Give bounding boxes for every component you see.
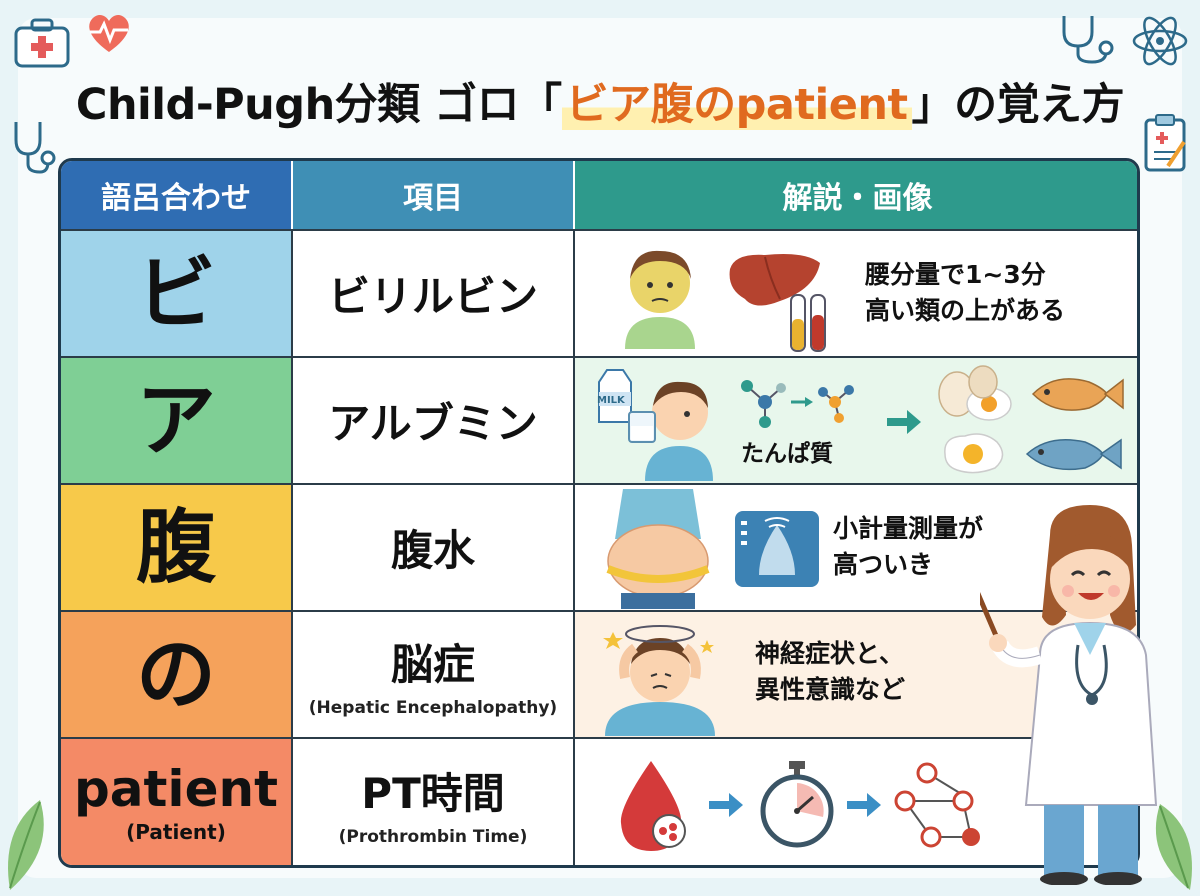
description-line: 小計量測量が — [833, 514, 984, 543]
mnemonic-subtext: (Patient) — [126, 819, 226, 844]
jaundiced-boy-icon — [625, 250, 695, 349]
stethoscope-icon — [1062, 16, 1114, 64]
table-row: patient (Patient) PT時間 (Prothrombin Time… — [61, 737, 1137, 865]
description-line: 高ついき — [833, 550, 934, 579]
blood-drop-icon — [620, 761, 686, 851]
item-text: ビリルビン — [327, 272, 538, 321]
arrow-right-icon — [887, 410, 921, 434]
item-cell: ビリルビン — [291, 231, 573, 356]
mnemonic-text: ビ — [136, 246, 216, 340]
table-row: ア アルブミン MILK たんぱ質 — [61, 356, 1137, 483]
title-prefix: Child-Pugh分類 ゴロ「 — [75, 80, 562, 130]
ultrasound-icon — [735, 511, 819, 587]
mnemonic-table: 語呂合わせ 項目 解説・画像 ビ ビリルビン 腰分量で1~3分 — [58, 158, 1140, 868]
first-aid-kit-icon — [14, 18, 70, 68]
table-row: の 脳症 (Hepatic Encephalopathy) 神経症状と、 異性意… — [61, 610, 1137, 737]
boy-drinking-icon — [628, 381, 713, 481]
milk-label: MILK — [597, 395, 625, 406]
fish-icon — [1031, 378, 1124, 411]
description-line: 腰分量で1~3分 — [865, 260, 1046, 289]
blood-tube-icon — [790, 294, 826, 352]
doctor-character-illustration — [980, 505, 1158, 885]
mnemonic-text: の — [136, 627, 216, 721]
fried-egg-icon — [944, 433, 1004, 474]
fish-icon — [1025, 438, 1122, 471]
title-highlight: ビア腹のpatient — [561, 80, 912, 130]
page-title: Child-Pugh分類 ゴロ「ビア腹のpatient」の覚え方 — [0, 70, 1200, 132]
mnemonic-text: 腹 — [136, 500, 216, 594]
dizzy-person-icon — [603, 625, 715, 736]
liver-icon — [729, 254, 820, 306]
description-cell: MILK たんぱ質 — [573, 358, 1137, 483]
stethoscope-icon — [14, 122, 56, 174]
mnemonic-cell: ア — [61, 358, 291, 483]
mnemonic-text: patient — [74, 759, 278, 818]
heart-pulse-icon — [89, 14, 129, 52]
arrow-right-icon — [847, 793, 881, 817]
description-line: 高い類の上がある — [865, 296, 1066, 325]
atom-icon — [1132, 16, 1188, 66]
coagulation-cascade-icon — [894, 762, 980, 848]
title-suffix: 」の覚え方 — [911, 80, 1125, 130]
item-subtext: (Prothrombin Time) — [338, 827, 528, 847]
item-cell: 腹水 — [291, 485, 573, 610]
table-row: 腹 腹水 小計量測量が 高ついき — [61, 483, 1137, 610]
mnemonic-cell: ビ — [61, 231, 291, 356]
mnemonic-cell: の — [61, 612, 291, 737]
header-item: 項目 — [291, 161, 573, 229]
item-text: アルブミン — [328, 399, 538, 448]
item-subtext: (Hepatic Encephalopathy) — [308, 698, 558, 718]
table-row: ビ ビリルビン 腰分量で1~3分 高い類の上がある — [61, 229, 1137, 356]
mnemonic-cell: 腹 — [61, 485, 291, 610]
stopwatch-icon — [760, 761, 834, 848]
eggs-icon — [938, 365, 1012, 421]
clipboard-icon — [1144, 114, 1186, 172]
leaf-icon — [8, 800, 44, 890]
description-line: たんぱ質 — [741, 441, 833, 467]
description-line: 神経症状と、 — [755, 639, 905, 668]
leaf-icon — [1155, 804, 1192, 890]
molecule-icon — [741, 380, 854, 428]
milk-carton-icon — [598, 369, 632, 423]
item-text: PT時間 — [361, 769, 505, 818]
item-cell: PT時間 (Prothrombin Time) — [291, 739, 573, 865]
arrow-right-icon — [709, 793, 743, 817]
description-cell: 腰分量で1~3分 高い類の上がある — [573, 231, 1137, 356]
description-line: 異性意識など — [755, 675, 906, 704]
item-text: 脳症 — [390, 640, 475, 689]
item-cell: 脳症 (Hepatic Encephalopathy) — [291, 612, 573, 737]
item-text: 腹水 — [390, 526, 475, 575]
item-cell: アルブミン — [291, 358, 573, 483]
mnemonic-text: ア — [136, 373, 216, 467]
header-description: 解説・画像 — [573, 161, 1137, 229]
header-mnemonic: 語呂合わせ — [61, 161, 291, 229]
description-cell: 小計量測量が 高ついき — [573, 485, 1137, 610]
mnemonic-cell: patient (Patient) — [61, 739, 291, 865]
swollen-belly-icon — [606, 489, 710, 609]
